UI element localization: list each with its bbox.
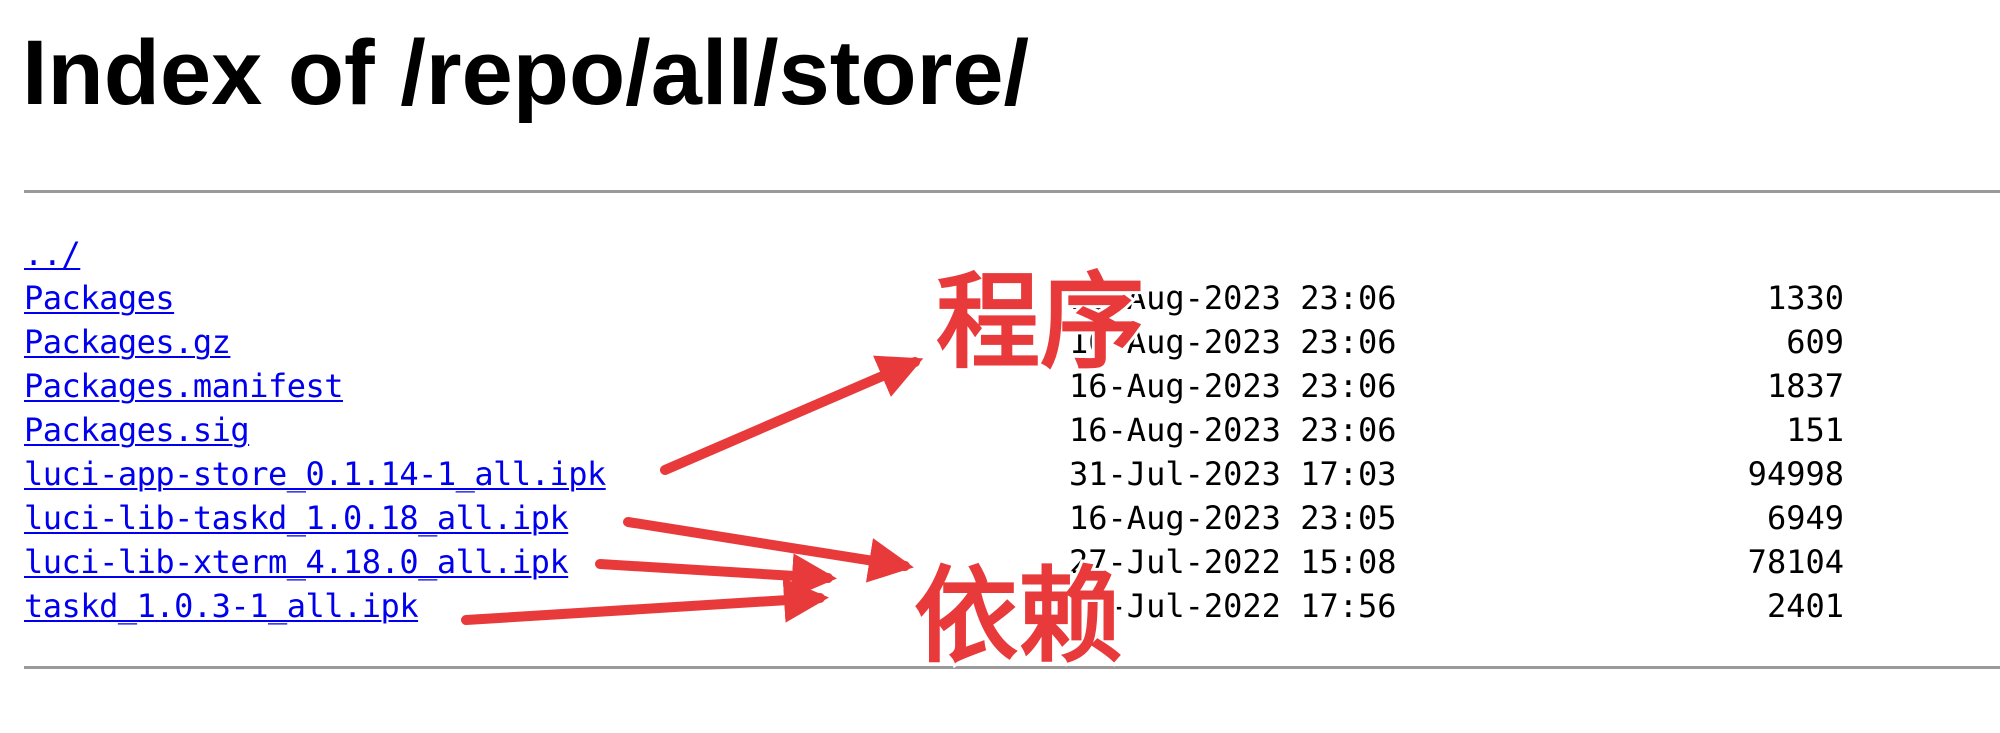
file-link-packages[interactable]: Packages	[24, 279, 175, 317]
list-item: Packages.gz 16-Aug-2023 23:06 609	[24, 320, 1864, 364]
file-size: 1330	[1766, 279, 1844, 317]
file-date: 16-Aug-2023 23:06	[1069, 279, 1397, 317]
file-link-luci-app-store[interactable]: luci-app-store_0.1.14-1_all.ipk	[24, 455, 606, 493]
list-item: Packages.sig 16-Aug-2023 23:06 151	[24, 408, 1864, 452]
file-date: 16-Aug-2023 23:06	[1069, 323, 1397, 361]
file-link-luci-lib-xterm[interactable]: luci-lib-xterm_4.18.0_all.ipk	[24, 543, 569, 581]
file-date: 16-Aug-2023 23:06	[1069, 367, 1397, 405]
file-size: 78104	[1747, 543, 1844, 581]
file-link-luci-lib-taskd[interactable]: luci-lib-taskd_1.0.18_all.ipk	[24, 499, 569, 537]
list-item: luci-app-store_0.1.14-1_all.ipk 31-Jul-2…	[24, 452, 1864, 496]
file-size: 609	[1786, 323, 1844, 361]
file-link-taskd[interactable]: taskd_1.0.3-1_all.ipk	[24, 587, 419, 625]
file-date: 27-Jul-2022 17:56	[1069, 587, 1397, 625]
file-link-packages-sig[interactable]: Packages.sig	[24, 411, 250, 449]
page-title: Index of /repo/all/store/	[22, 22, 1030, 124]
parent-directory-link[interactable]: ../	[24, 235, 81, 273]
file-link-packages-gz[interactable]: Packages.gz	[24, 323, 231, 361]
file-date: 16-Aug-2023 23:06	[1069, 411, 1397, 449]
file-size: 1837	[1766, 367, 1844, 405]
list-item: Packages.manifest 16-Aug-2023 23:06 1837	[24, 364, 1864, 408]
bottom-divider	[24, 666, 2000, 669]
file-date: 16-Aug-2023 23:05	[1069, 499, 1397, 537]
list-item: taskd_1.0.3-1_all.ipk 27-Jul-2022 17:56 …	[24, 584, 1864, 628]
list-item: Packages 16-Aug-2023 23:06 1330	[24, 276, 1864, 320]
file-date: 31-Jul-2023 17:03	[1069, 455, 1397, 493]
file-link-packages-manifest[interactable]: Packages.manifest	[24, 367, 344, 405]
file-size: 2401	[1766, 587, 1844, 625]
list-item: ../	[24, 232, 1864, 276]
file-date: 27-Jul-2022 15:08	[1069, 543, 1397, 581]
list-item: luci-lib-xterm_4.18.0_all.ipk 27-Jul-202…	[24, 540, 1864, 584]
top-divider	[24, 190, 2000, 193]
file-listing: ../ Packages 16-Aug-2023 23:06 1330 Pack…	[24, 232, 1864, 628]
file-size: 151	[1786, 411, 1844, 449]
file-size: 6949	[1766, 499, 1844, 537]
file-size: 94998	[1747, 455, 1844, 493]
list-item: luci-lib-taskd_1.0.18_all.ipk 16-Aug-202…	[24, 496, 1864, 540]
